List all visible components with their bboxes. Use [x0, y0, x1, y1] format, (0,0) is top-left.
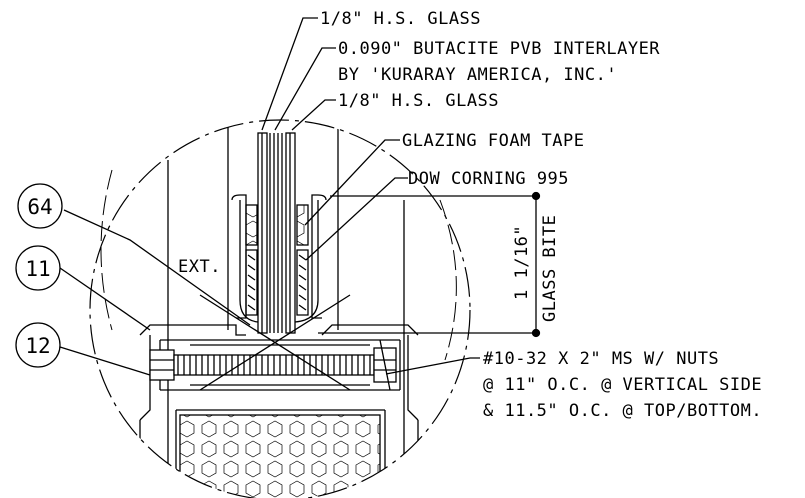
fastener-bolt: [149, 339, 397, 391]
dimension-caption: GLASS BITE: [540, 215, 560, 322]
label-fastener-1: #10-32 X 2" MS W/ NUTS: [483, 349, 719, 369]
callout-11-text: 11: [25, 257, 50, 281]
label-glass-top: 1/8" H.S. GLASS: [320, 9, 481, 29]
label-interlayer-2: BY 'KURARAY AMERICA, INC.': [338, 65, 617, 85]
insulated-panel: [179, 414, 381, 498]
callout-12-text: 12: [25, 334, 50, 358]
callout-11: 11: [15, 245, 61, 291]
section-geometry: [139, 125, 419, 498]
dimension-value: 1 1/16": [512, 225, 532, 300]
label-fastener-2: @ 11" O.C. @ VERTICAL SIDE: [483, 375, 762, 395]
label-sealant: DOW CORNING 995: [408, 169, 569, 189]
leader-lines: [59, 17, 480, 376]
glass-bite-dimension: [318, 191, 541, 338]
label-glass-inner: 1/8" H.S. GLASS: [338, 91, 499, 111]
label-interlayer-1: 0.090" BUTACITE PVB INTERLAYER: [338, 39, 660, 59]
callout-12: 12: [15, 322, 61, 368]
glazing-pocket: [231, 194, 327, 323]
label-exterior: EXT.: [178, 257, 221, 277]
label-foam-tape: GLAZING FOAM TAPE: [402, 131, 585, 151]
label-fastener-3: & 11.5" O.C. @ TOP/BOTTOM.: [483, 401, 762, 421]
callout-64: 64: [17, 183, 63, 229]
callout-64-text: 64: [27, 195, 52, 219]
glass-lites: [257, 132, 296, 334]
